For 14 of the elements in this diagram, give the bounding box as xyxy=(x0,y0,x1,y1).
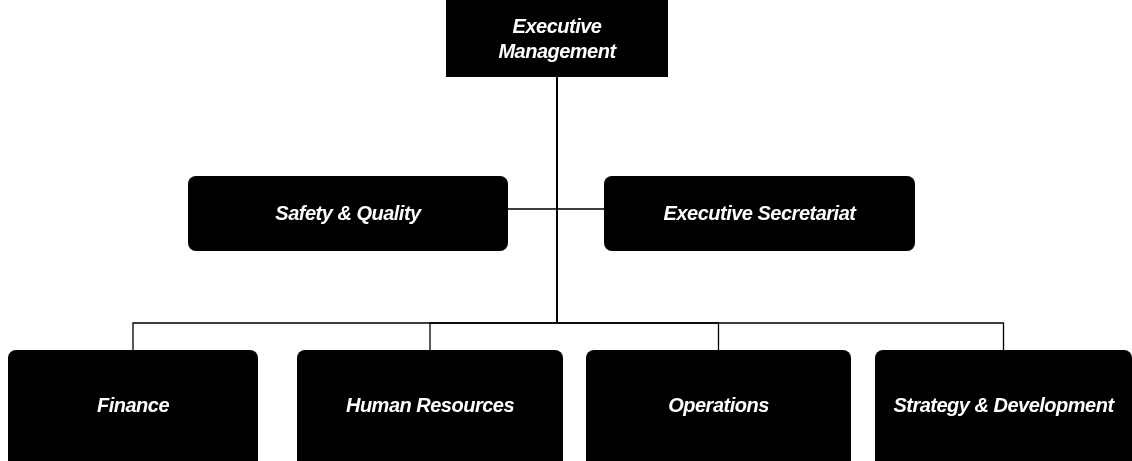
unit-name: Executive Management xyxy=(497,13,618,64)
unit-name: Operations xyxy=(668,393,769,418)
unit-name: Human Resources xyxy=(345,393,515,418)
org-unit-box xyxy=(604,176,915,251)
org-unit-box xyxy=(586,350,851,461)
unit-name: Executive Secretariat xyxy=(663,201,856,226)
org-unit-box xyxy=(446,0,668,77)
org-unit-box xyxy=(188,176,508,251)
org-unit-box xyxy=(875,350,1132,461)
unit-name: Strategy & Development xyxy=(893,393,1114,418)
unit-name: Safety & Quality xyxy=(275,201,421,226)
org-unit-box xyxy=(8,350,258,461)
org-unit-box xyxy=(297,350,563,461)
unit-name: Finance xyxy=(96,393,170,418)
